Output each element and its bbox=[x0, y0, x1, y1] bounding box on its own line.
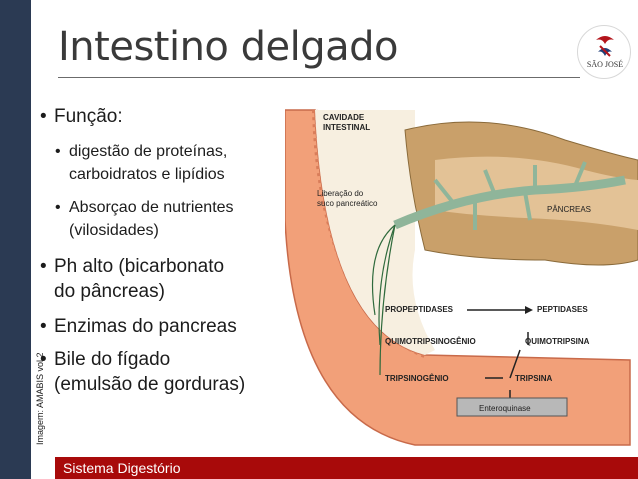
enteroquinase-box bbox=[456, 397, 568, 417]
quimotripsinogenio-label: QUIMOTRIPSINOGÊNIO bbox=[385, 337, 476, 346]
bullet-enzimas: •Enzimas do pancreas bbox=[40, 316, 237, 337]
tripsinogenio-label: TRIPSINOGÊNIO bbox=[385, 374, 449, 383]
pancreatic-duct bbox=[393, 175, 626, 230]
release-label-2: suco pancreático bbox=[317, 199, 378, 208]
enteroquinase-label: Enteroquinase bbox=[479, 404, 531, 413]
bullet-ph-cont: do pâncreas) bbox=[54, 281, 165, 302]
logo-text: SÃO JOSÉ bbox=[586, 60, 624, 69]
slide-title: Intestino delgado bbox=[58, 24, 399, 70]
sub-bullet-absorcao: •Absorçao de nutrientes bbox=[55, 199, 234, 216]
sao-jose-logo-icon: SÃO JOSÉ bbox=[577, 25, 631, 79]
release-arrow-2 bbox=[378, 224, 396, 346]
bullet-bile: •Bile do fígado bbox=[40, 349, 171, 370]
release-arrow-1 bbox=[371, 224, 396, 316]
duct-branches bbox=[433, 161, 587, 230]
arrow-tripsina-up bbox=[509, 349, 521, 379]
intestinal-cavity bbox=[315, 110, 435, 355]
peptidases-label: PEPTIDASES bbox=[537, 305, 588, 314]
release-arrow-3 bbox=[379, 224, 396, 376]
footer-bar: Sistema Digestório bbox=[55, 457, 638, 479]
release-label-1: Liberação do bbox=[317, 189, 364, 198]
pancreas-diagram-svg: CAVIDADE INTESTINAL Liberação do suco pa… bbox=[284, 109, 638, 446]
left-margin bbox=[31, 0, 53, 479]
bullet-bile-cont: (emulsão de gorduras) bbox=[54, 374, 246, 395]
sub-bullet-digestao-cont: carboidratos e lipídios bbox=[69, 166, 225, 183]
title-divider bbox=[58, 77, 580, 78]
quimotripsina-label: QUIMOTRIPSINA bbox=[525, 337, 590, 346]
footer-text: Sistema Digestório bbox=[63, 460, 181, 476]
arrowhead-1 bbox=[525, 306, 533, 314]
bullet-ph: •Ph alto (bicarbonato bbox=[40, 256, 225, 277]
sub-bullet-absorcao-cont: (vilosidades) bbox=[69, 222, 159, 239]
cavity-label-2: INTESTINAL bbox=[323, 123, 370, 132]
pancreas-diagram: CAVIDADE INTESTINAL Liberação do suco pa… bbox=[284, 100, 638, 455]
left-sidebar-bar bbox=[0, 0, 31, 479]
logo-emblem-icon bbox=[596, 36, 614, 57]
pancreas-label: PÂNCREAS bbox=[547, 205, 591, 214]
sub-bullet-digestao: •digestão de proteínas, bbox=[55, 143, 228, 160]
bullet-funcao: •Função: bbox=[40, 106, 123, 127]
propeptidases-label: PROPEPTIDASES bbox=[385, 305, 454, 314]
tripsina-label: TRIPSINA bbox=[515, 374, 553, 383]
cavity-label-1: CAVIDADE bbox=[323, 113, 365, 122]
